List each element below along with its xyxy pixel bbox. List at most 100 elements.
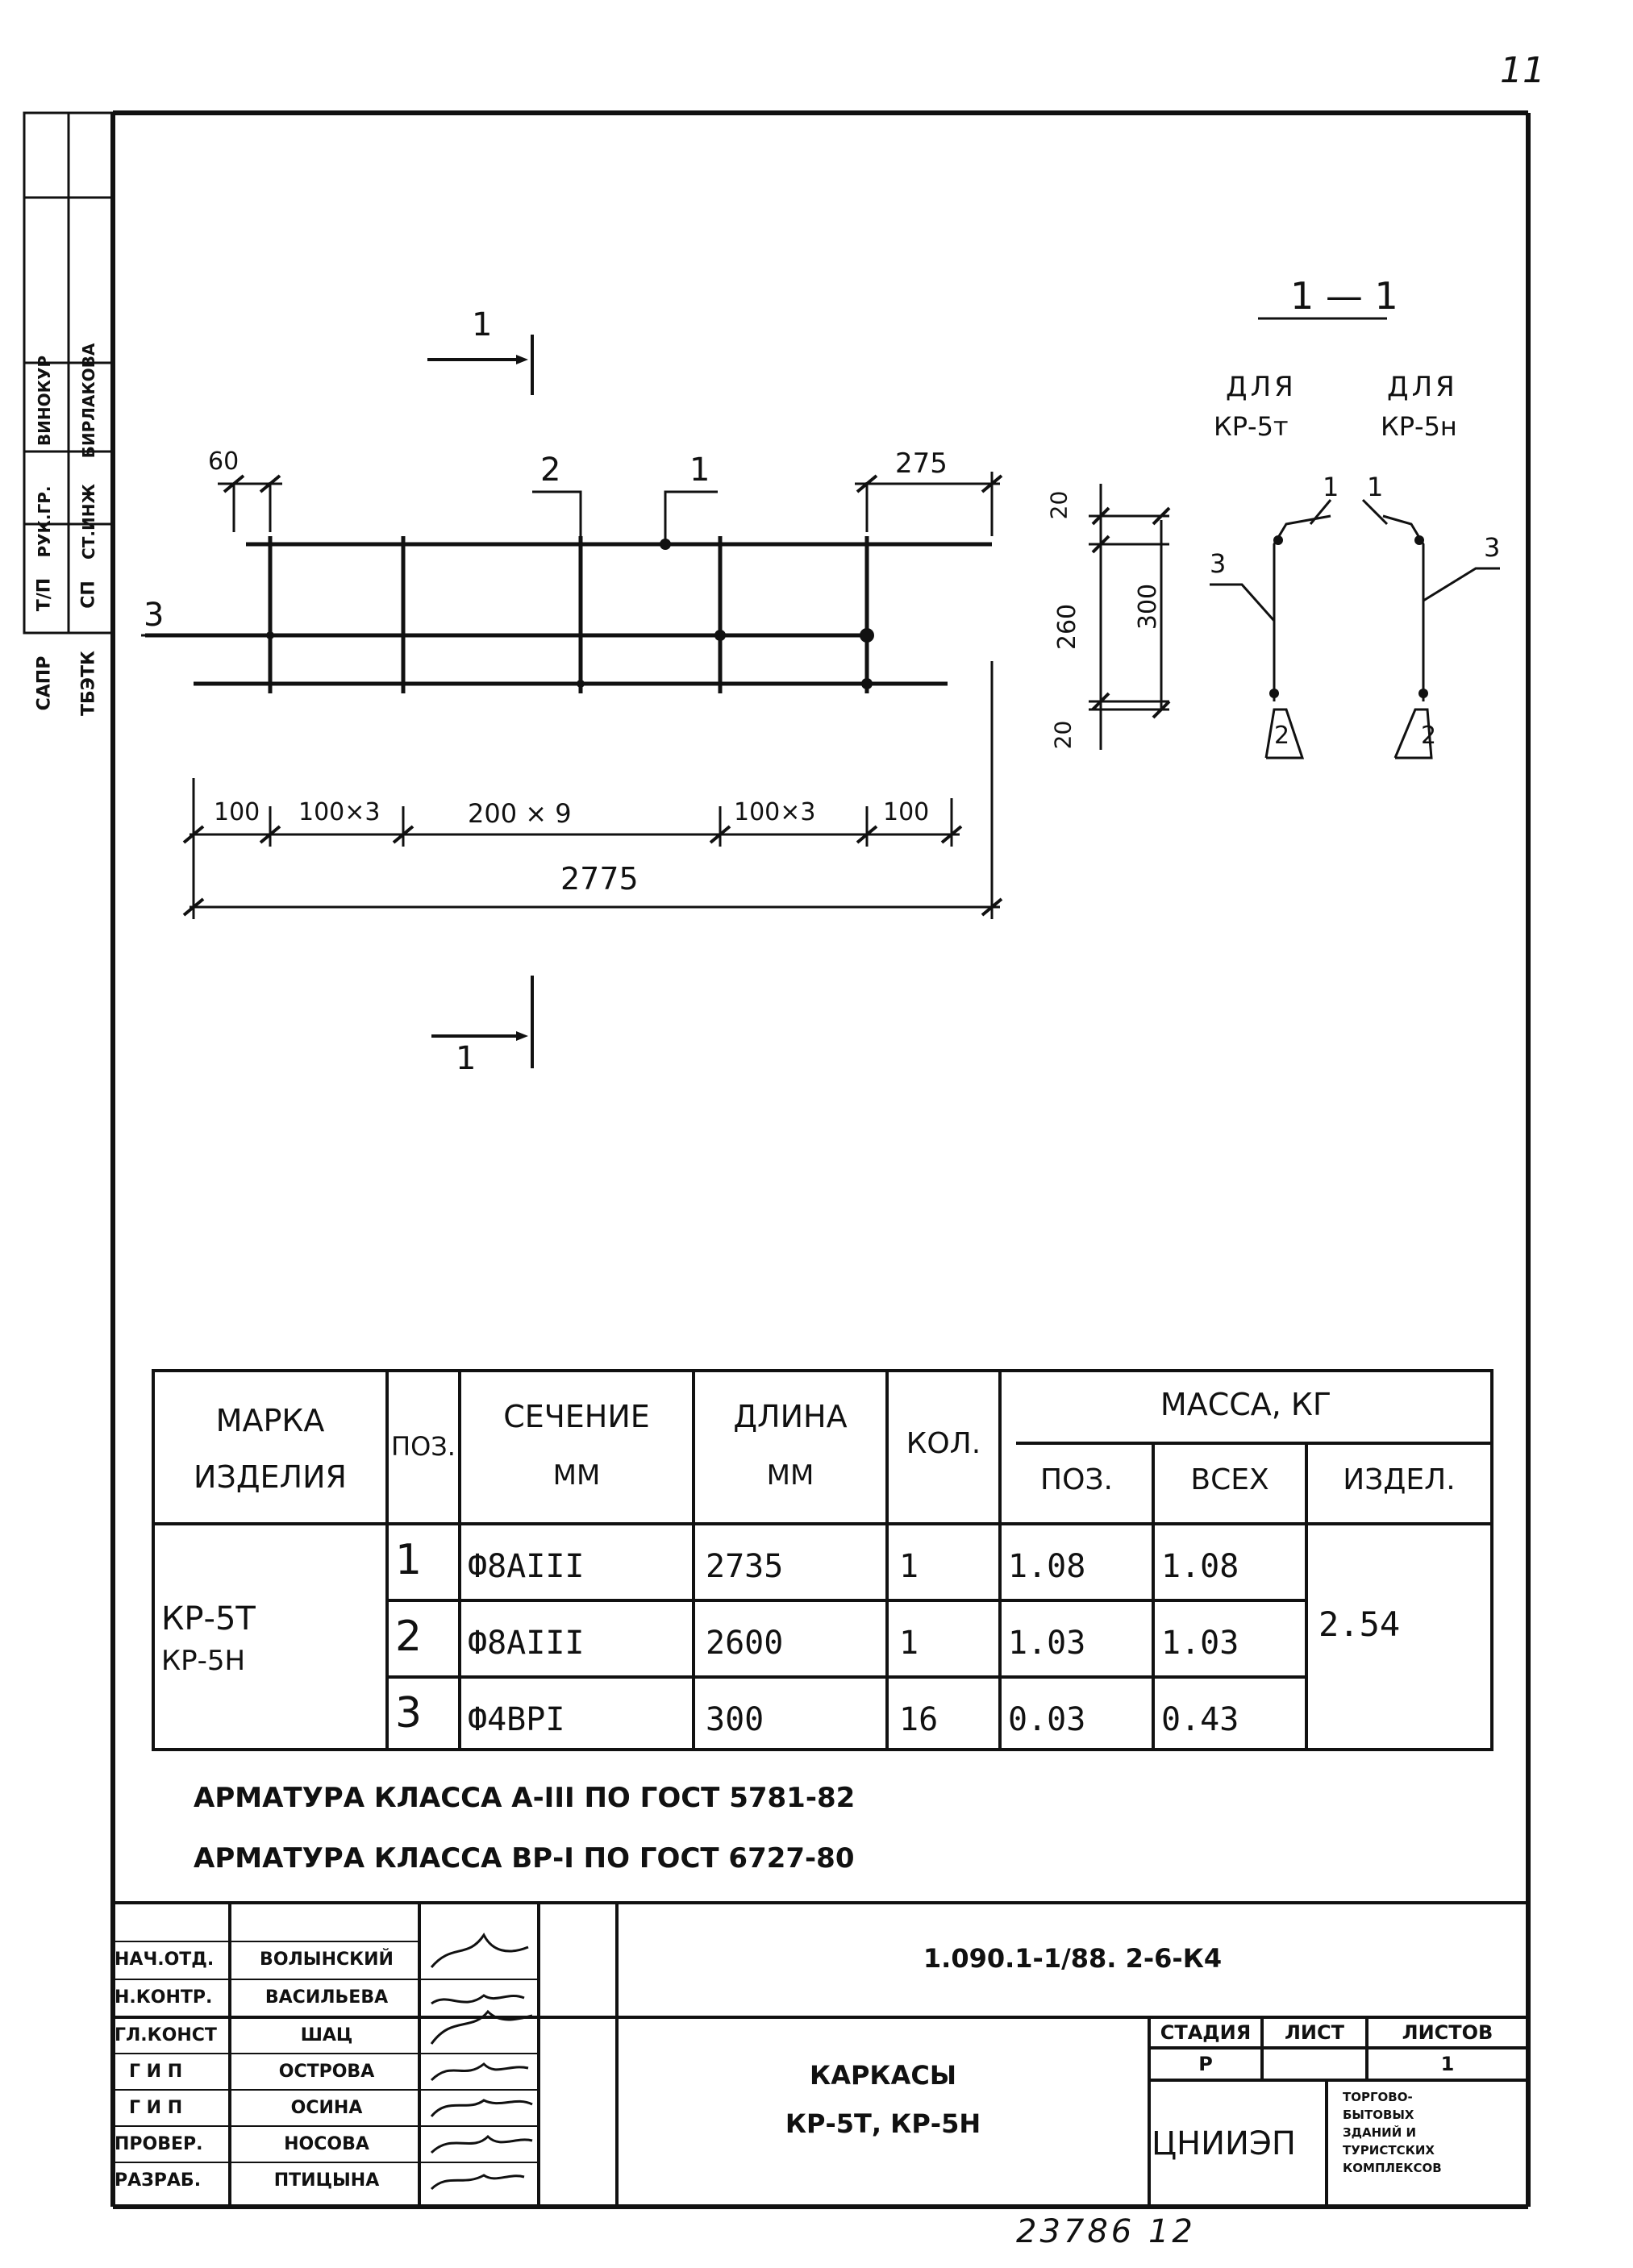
table-row-2-mass-pos: 1.03 — [1008, 1625, 1086, 1662]
sheets-value: 1 — [1440, 2053, 1455, 2075]
sheet-header: ЛИСТ — [1284, 2021, 1344, 2044]
drawing-code: 1.090.1-1/88. 2-6-К4 — [923, 1943, 1223, 1974]
section-title: 1 — 1 — [1290, 274, 1398, 318]
header-mark-1: МАРКА — [215, 1403, 325, 1438]
role-row-4-name: ОСТРОВА — [278, 2062, 375, 2082]
plan-dim-60: 60 — [208, 447, 240, 476]
plan-view — [145, 536, 992, 693]
cut-label-top: 1 — [472, 306, 493, 343]
plan-dim-total: 2775 — [560, 861, 639, 897]
plan-welds — [266, 539, 874, 689]
section-welds — [1269, 535, 1428, 698]
mass-item-value: 2.54 — [1318, 1604, 1401, 1644]
table-row-1-mass-pos: 1.08 — [1008, 1548, 1086, 1585]
sheets-header: ЛИСТОВ — [1402, 2021, 1493, 2044]
cut-marker-bottom — [431, 976, 534, 1068]
section-left-pos-3: 3 — [1210, 548, 1227, 579]
plan-dim-200x9: 200 × 9 — [468, 798, 572, 829]
side-stamp-row2: ТБЭТК СП СТ.ИНЖ БИРЛАКОВА — [69, 113, 113, 716]
table-row-1-length: 2735 — [706, 1548, 784, 1585]
table-row-3-qty: 16 — [899, 1701, 939, 1738]
plan-ticks — [182, 474, 1003, 917]
header-mark-2: ИЗДЕЛИЯ — [194, 1459, 347, 1495]
table-row-2-length: 2600 — [706, 1625, 784, 1662]
plan-pos-1-label: 1 — [689, 452, 710, 489]
note-rebar-class-a3: АРМАТУРА КЛАССА А-III ПО ГОСТ 5781-82 — [194, 1782, 856, 1814]
side-stamp-cell: ВИНОКУР — [35, 355, 54, 447]
section-left-pos-2: 2 — [1274, 722, 1290, 750]
section-dim-260: 260 — [1053, 603, 1082, 651]
role-row-6-name: НОСОВА — [284, 2134, 369, 2154]
role-row-1-name: ВОЛЫНСКИЙ — [260, 1950, 394, 1970]
section-left-pos-1: 1 — [1323, 472, 1339, 502]
title-block-grid — [113, 1901, 1528, 2207]
spec-table-grid — [152, 1369, 1493, 1751]
mark-value-1: КР-5Т — [161, 1600, 256, 1638]
side-stamp-cell: БИРЛАКОВА — [79, 343, 98, 459]
header-section-2: ММ — [552, 1459, 601, 1492]
role-row-6-role: ПРОВЕР. — [115, 2134, 203, 2154]
header-pos: ПОЗ. — [391, 1431, 456, 1462]
header-mass-item: ИЗДЕЛ. — [1343, 1463, 1456, 1496]
plan-dim-100-right: 100 — [883, 798, 930, 826]
side-stamp-grid — [23, 111, 115, 635]
org-desc-line-1: ТОРГОВО- — [1343, 2090, 1413, 2104]
section-dim-300: 300 — [1134, 583, 1163, 630]
role-row-7-role: РАЗРАБ. — [115, 2170, 202, 2191]
side-stamp-row1: САПР Т/П РУК.ГР. ВИНОКУР — [24, 113, 69, 710]
note-rebar-class-br1: АРМАТУРА КЛАССА ВР-I ПО ГОСТ 6727-80 — [194, 1842, 855, 1875]
table-row-1-pos: 1 — [395, 1536, 423, 1584]
plan-dim-100x3-left: 100×3 — [298, 798, 381, 826]
mark-value-2: КР-5Н — [161, 1645, 246, 1677]
section-dim-20-bottom: 20 — [1049, 720, 1077, 750]
section-right-pos-3: 3 — [1484, 532, 1501, 563]
table-row-3-mass-pos: 0.03 — [1008, 1701, 1086, 1738]
header-mass: МАССА, КГ — [1160, 1387, 1332, 1422]
role-row-4-role: Г И П — [129, 2062, 183, 2082]
section-left-caption-2: КР-5т — [1214, 411, 1289, 442]
table-row-1-section: Ф8АIII — [468, 1548, 585, 1585]
table-row-3-section: Ф4ВРI — [468, 1701, 565, 1738]
plan-pos-2-label: 2 — [540, 452, 561, 489]
drawing-title-1: КАРКАСЫ — [810, 2060, 956, 2091]
table-row-3-length: 300 — [706, 1701, 764, 1738]
table-row-1-qty: 1 — [899, 1548, 919, 1585]
header-qty: КОЛ. — [906, 1427, 981, 1460]
page-number: 11 — [1500, 50, 1545, 91]
plan-dim-100-left: 100 — [214, 798, 260, 826]
section-left-caption-1: ДЛЯ — [1226, 371, 1297, 403]
table-row-3-mass-all: 0.43 — [1161, 1701, 1239, 1738]
plan-top-dims — [141, 472, 1000, 637]
header-length-2: ММ — [766, 1459, 814, 1492]
role-row-2-name: ВАСИЛЬЕВА — [265, 1987, 389, 2008]
section-right-pos-2: 2 — [1421, 722, 1437, 750]
role-row-3-role: ГЛ.КОНСТ — [115, 2025, 217, 2045]
cut-marker-top — [427, 335, 534, 395]
section-right-caption-2: КР-5н — [1381, 411, 1457, 442]
table-row-2-section: Ф8АIII — [468, 1625, 585, 1662]
signatures — [430, 1933, 533, 2191]
org-desc-line-5: КОМПЛЕКСОВ — [1343, 2161, 1442, 2175]
header-section-1: СЕЧЕНИЕ — [503, 1399, 650, 1434]
section-dim-20-top: 20 — [1045, 490, 1073, 520]
org-name: ЦНИИЭП — [1152, 2125, 1296, 2162]
role-row-3-name: ШАЦ — [300, 2025, 353, 2045]
cut-label-bottom: 1 — [456, 1040, 477, 1077]
table-row-2-qty: 1 — [899, 1625, 919, 1662]
section-right-caption-1: ДЛЯ — [1387, 371, 1458, 403]
org-description: ТОРГОВО- БЫТОВЫХ ЗДАНИЙ И ТУРИСТСКИХ КОМ… — [1343, 2088, 1442, 2177]
role-row-7-name: ПТИЦЫНА — [273, 2170, 380, 2191]
header-length-1: ДЛИНА — [733, 1399, 848, 1434]
stage-value: Р — [1198, 2053, 1213, 2075]
org-desc-line-3: ЗДАНИЙ И — [1343, 2125, 1417, 2140]
org-desc-line-2: БЫТОВЫХ — [1343, 2108, 1414, 2122]
role-row-5-role: Г И П — [129, 2098, 183, 2118]
section-ticks — [1091, 506, 1171, 719]
plan-dim-275: 275 — [895, 447, 948, 480]
bottom-number: 23786 12 — [1016, 2213, 1196, 2250]
drawing-title-2: КР-5Т, КР-5Н — [785, 2108, 981, 2139]
org-desc-line-4: ТУРИСТСКИХ — [1343, 2143, 1435, 2158]
plan-dim-100x3-right: 100×3 — [734, 798, 816, 826]
plan-pos-3-label: 3 — [144, 597, 165, 634]
